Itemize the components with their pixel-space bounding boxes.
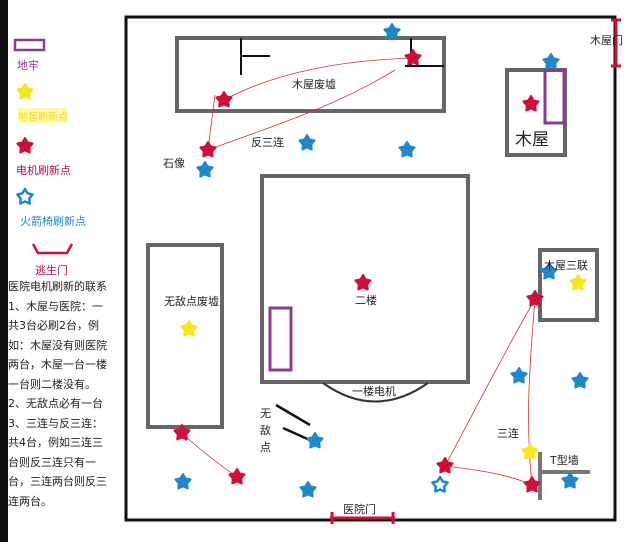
note-line: 台则反三连只有一 (8, 455, 96, 469)
reverse-triple-label: 反三连 (251, 136, 284, 149)
hook-star-icon (571, 372, 589, 389)
main-cellar (268, 306, 293, 372)
hook-star-icon (510, 367, 528, 384)
note-line: 共4台，例如三连三 (8, 436, 103, 449)
hook-star-icon (542, 53, 560, 70)
cabin-gate-label: 木屋门 (590, 34, 623, 47)
cabin-ruins-label: 木屋废墟 (292, 78, 336, 91)
first-floor-gen-arc (322, 382, 429, 403)
legend-generator-label: 电机刷新点 (16, 164, 71, 177)
hook-star-icon (540, 263, 558, 280)
black-edge (0, 0, 8, 542)
cabin-ruins-wall (240, 38, 444, 75)
note-line: 台，三连两台则反三 (8, 475, 107, 488)
note-line: 2、无敌点必有一台 (8, 397, 103, 410)
note-line: 共3台必刷2台，例 (8, 319, 99, 332)
hatch-star-icon (521, 443, 539, 460)
route-lines (181, 57, 536, 486)
legend-hook-label: 火箭椅刷新点 (20, 215, 86, 228)
note-line: 一台则二楼没有。 (8, 377, 96, 391)
hatch-star-icon (569, 274, 587, 291)
note-line: 两台，木屋一台一楼 (8, 358, 107, 371)
god-window-ruins-building (146, 243, 224, 429)
first-floor-gen-label: 一楼电机 (352, 385, 396, 398)
cabin-cellar (543, 68, 566, 125)
generator-star-icon (523, 476, 541, 493)
triple-label: 三连 (497, 427, 519, 440)
hatch-star-icon (180, 320, 198, 337)
cabin-ruins-building (175, 36, 446, 113)
hatch-star-icon (16, 83, 34, 100)
hook-star-icon (196, 161, 214, 178)
t-wall-label: T型墙 (550, 454, 579, 467)
main-building (260, 174, 470, 384)
hook-star-icon (383, 23, 401, 40)
generator-star-icon (404, 49, 422, 66)
hospital-exit-gate (330, 512, 395, 524)
generator-star-icon (228, 468, 246, 485)
hook-star-icon (299, 481, 317, 498)
generator-star-icon (354, 274, 372, 291)
cabin-triple-label: 木屋三联 (544, 259, 588, 272)
note-line: 1、木屋与医院：一 (8, 299, 103, 313)
note-line: 连两台。 (8, 494, 52, 508)
cabin-triple-building (538, 248, 599, 322)
legend-exit-gate-label: 逃生门 (35, 264, 68, 277)
note-line: 医院电机刷新的联系 (8, 280, 107, 293)
map-boundary (124, 15, 617, 522)
generator-star-icon (522, 95, 540, 112)
generator-notes: 医院电机刷新的联系 1、木屋与医院：一 共3台必刷2台，例 如：木屋没有则医院 … (8, 277, 126, 511)
cabin-label: 木屋 (515, 130, 549, 150)
god-window-walls (275, 403, 313, 443)
generator-star-icon (173, 424, 191, 441)
t-wall (538, 452, 590, 500)
generator-star-icon (215, 91, 233, 108)
note-line: 3、三连与反三连： (8, 416, 103, 430)
hospital-gate-label: 医院门 (343, 503, 376, 516)
hook-star-icon (16, 187, 34, 205)
hook-star-icon (431, 475, 449, 493)
legend-hatch-label: 地窖刷新点 (18, 108, 68, 123)
cabin-exit-gate (611, 18, 621, 68)
statue-label: 石像 (163, 157, 185, 170)
god-window-ruins-label: 无敌点废墟 (164, 295, 219, 308)
generator-star-icon (436, 457, 454, 474)
generator-star-icon (199, 141, 217, 158)
legend-exit-gate-icon (31, 243, 74, 255)
god-window-label: 无敌点 (260, 407, 271, 454)
hook-star-icon (398, 141, 416, 158)
legend-cellar-icon (13, 38, 46, 52)
generator-star-icon (16, 137, 34, 154)
second-floor-label: 二楼 (355, 294, 377, 307)
hook-star-icon (561, 472, 579, 489)
hook-star-icon (174, 473, 192, 490)
hook-star-icon (298, 134, 316, 151)
legend-cellar-label: 地牢 (17, 59, 39, 72)
note-line: 如：木屋没有则医院 (8, 338, 107, 352)
hook-star-icon (306, 432, 324, 449)
generator-star-icon (526, 290, 544, 307)
